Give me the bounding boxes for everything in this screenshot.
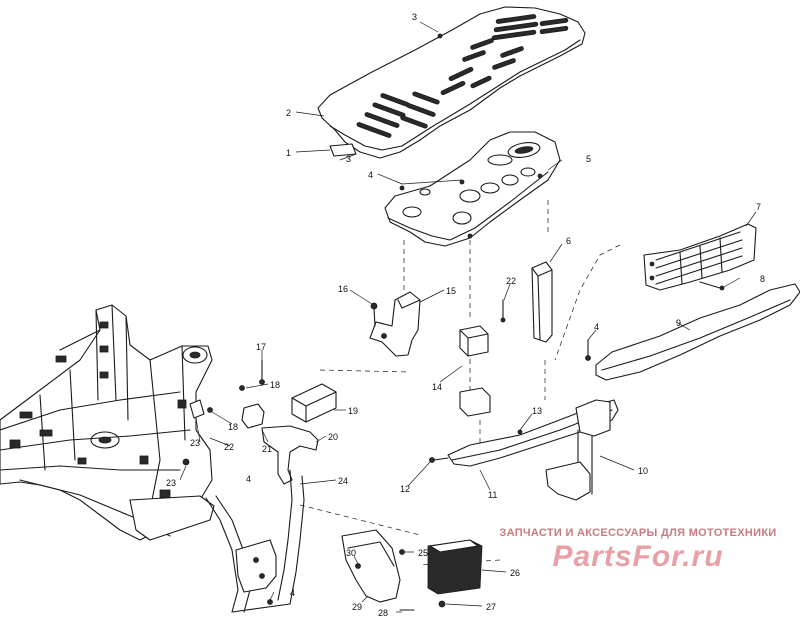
callout-4-bottom: 4 [290,588,295,598]
watermark-tagline: ЗАПЧАСТИ И АКСЕССУАРЫ ДЛЯ МОТОТЕХНИКИ [499,527,776,539]
box-part-19 [291,383,337,423]
bolt-part-12 [429,457,449,463]
watermark-logo: PartsFor.ru [552,540,723,573]
callout-4-right: 4 [594,322,599,332]
nut-part-27 [438,600,446,608]
bracket-part-6 [531,261,553,343]
rack-slots [356,14,569,138]
callout-numbers: 3 2 1 3 4 5 6 7 8 9 4 10 11 12 13 14 15 … [166,12,765,618]
bolt-part-8 [699,281,725,291]
callout-3: 3 [412,12,417,22]
callout-23-upper: 23 [190,438,200,448]
small-hardware-bottom [355,33,465,611]
bolt-part-22 [500,299,506,323]
callout-24: 24 [338,476,348,486]
callout-23-lower: 23 [166,478,176,488]
callout-4-upper: 4 [368,170,373,180]
callout-26: 26 [510,568,520,578]
callout-15: 15 [446,286,456,296]
upper-rack-part-2 [317,6,586,159]
callout-2: 2 [286,108,291,118]
callout-30: 30 [346,548,356,558]
callout-3b: 3 [346,154,351,164]
callout-22-lower: 22 [224,442,234,452]
callout-18-upper: 18 [270,380,280,390]
plate-part-29 [341,529,401,603]
bolt-part-13 [517,429,523,435]
callout-7: 7 [756,202,761,212]
bumper-part-9 [595,283,800,381]
callout-18-lower: 18 [228,422,238,432]
callout-25: 25 [418,548,428,558]
callout-28: 28 [378,608,388,617]
grille-part-26 [427,539,483,595]
arm-part-20 [261,425,319,485]
guard-part-24 [205,469,305,613]
callout-13: 13 [532,406,542,416]
callout-21: 21 [262,444,272,454]
callout-12: 12 [400,484,410,494]
clip-part-25 [399,549,405,555]
callout-20: 20 [328,432,338,442]
clip-part-23 [182,458,190,466]
bolt-part-30 [355,563,361,569]
callout-9: 9 [676,318,681,328]
assembly-lines [299,200,621,566]
callout-11: 11 [488,490,497,500]
callout-5: 5 [586,154,591,164]
callout-16: 16 [338,284,348,294]
callout-4-mid: 4 [246,474,251,484]
nut-part-18 [239,385,245,391]
block-part-21 [241,403,265,429]
callout-27: 27 [486,602,496,612]
bracket-part-15 [369,291,421,357]
lower-rack-part-5 [384,131,561,247]
callout-6: 6 [566,236,571,246]
leader-lines [179,21,757,613]
bolt-part-4-right [585,339,591,361]
callout-17: 17 [256,342,266,352]
frame-bracket-part-11 [447,399,619,501]
callout-22-upper: 22 [506,276,516,286]
bolt-part-16 [370,302,378,327]
callout-14: 14 [432,382,442,392]
callout-29: 29 [352,602,362,612]
frame-hardware [182,359,265,466]
bolt-part-4-bottom [267,599,273,605]
callout-10: 10 [638,466,648,476]
main-frame [0,304,215,541]
spacer-part-14 [459,325,491,417]
callout-1: 1 [286,148,291,158]
callout-8: 8 [760,274,765,284]
grille-part-7 [643,223,757,291]
callout-19: 19 [348,406,358,416]
rack-bracket-part-1 [329,143,357,157]
watermark: ЗАПЧАСТИ И АКСЕССУАРЫ ДЛЯ МОТОТЕХНИКИ Pa… [499,527,776,573]
